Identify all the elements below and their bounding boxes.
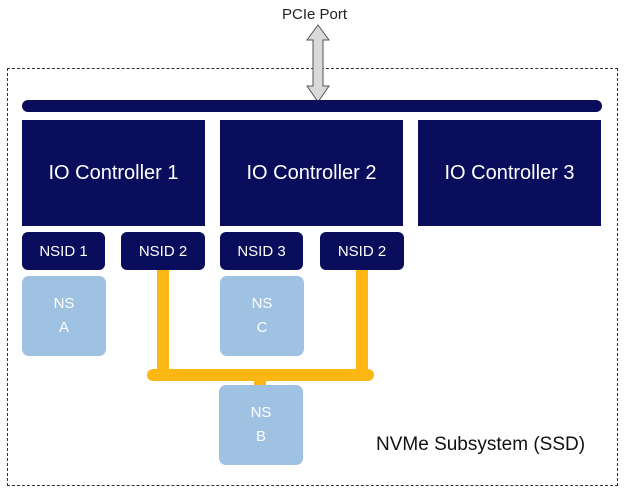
nsid-tag-4: NSID 2 bbox=[320, 232, 404, 270]
pcie-bus bbox=[22, 100, 602, 112]
pcie-port-arrow-icon bbox=[306, 24, 330, 103]
namespace-a-line2: A bbox=[58, 319, 69, 336]
namespace-b-line1: NS bbox=[250, 404, 272, 421]
shared-ns-link-right bbox=[356, 270, 368, 380]
namespace-b-line2: B bbox=[255, 428, 266, 445]
nsid-tag-3: NSID 3 bbox=[220, 232, 303, 270]
io-controller-3: IO Controller 3 bbox=[418, 120, 601, 226]
nsid-tag-2: NSID 2 bbox=[121, 232, 205, 270]
subsystem-label: NVMe Subsystem (SSD) bbox=[376, 434, 586, 455]
nsid-tag-1: NSID 1 bbox=[22, 232, 105, 270]
namespace-c: NS C bbox=[220, 276, 304, 356]
io-controller-2: IO Controller 2 bbox=[220, 120, 403, 226]
namespace-c-line1: NS bbox=[251, 295, 273, 312]
namespace-b: NS B bbox=[219, 385, 303, 465]
namespace-a: NS A bbox=[22, 276, 106, 356]
namespace-c-line2: C bbox=[256, 319, 268, 336]
pcie-port-label: PCIe Port bbox=[282, 6, 348, 23]
io-controller-1: IO Controller 1 bbox=[22, 120, 205, 226]
shared-ns-link-left bbox=[157, 270, 169, 380]
namespace-a-line1: NS bbox=[53, 295, 75, 312]
shared-ns-link-horizontal bbox=[147, 369, 374, 381]
